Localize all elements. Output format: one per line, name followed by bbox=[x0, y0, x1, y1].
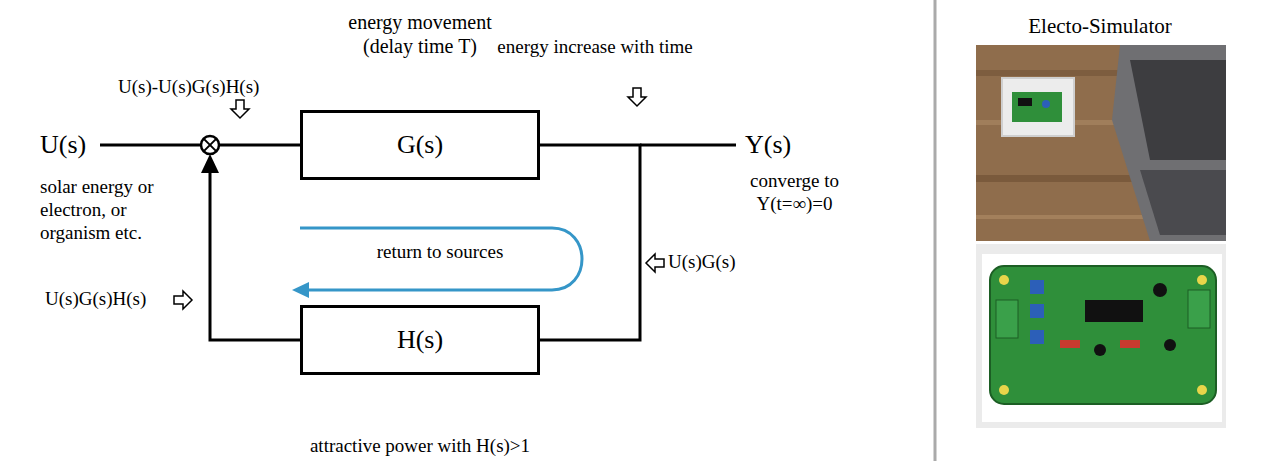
note-text: energy movement (delay time T) bbox=[330, 10, 510, 58]
return-arrow bbox=[292, 228, 582, 298]
input-wire bbox=[100, 144, 201, 147]
photo-illustration bbox=[976, 45, 1226, 241]
note-text: energy increase with time bbox=[497, 36, 692, 59]
feedback-connector bbox=[201, 145, 300, 340]
signal-name: U(s) bbox=[40, 129, 86, 160]
connector-line bbox=[210, 145, 300, 340]
note-text: converge to Y(t=∞)=0 bbox=[732, 170, 857, 216]
summing-junction bbox=[201, 136, 219, 154]
signal-expression: U(s)G(s) bbox=[668, 251, 736, 274]
hollow-arrow bbox=[646, 254, 664, 272]
signal-name: Y(s) bbox=[745, 129, 791, 160]
block-label: G(s) bbox=[397, 130, 443, 160]
note-text: solar energy or electron, or organism et… bbox=[40, 176, 170, 244]
signal-expression: U(s)G(s)H(s) bbox=[45, 288, 146, 311]
note-text: return to sources bbox=[377, 241, 504, 264]
connector-line bbox=[540, 145, 640, 340]
hollow-arrow bbox=[231, 100, 249, 118]
block-box: G(s) bbox=[300, 110, 540, 180]
feedback-connector bbox=[540, 145, 640, 340]
block-box: H(s) bbox=[300, 305, 540, 375]
hollow-arrow bbox=[174, 291, 192, 309]
output-wire bbox=[640, 144, 736, 147]
block-label: H(s) bbox=[397, 325, 443, 355]
panel-separator bbox=[934, 0, 937, 461]
signal-expression: U(s)-U(s)G(s)H(s) bbox=[118, 76, 259, 99]
panel-title: Electo-Simulator bbox=[1028, 14, 1171, 39]
arrow-head bbox=[201, 154, 219, 173]
note-text: attractive power with H(s)>1 bbox=[310, 435, 530, 458]
pcb-illustration bbox=[976, 244, 1226, 428]
hollow-arrow bbox=[628, 88, 646, 106]
